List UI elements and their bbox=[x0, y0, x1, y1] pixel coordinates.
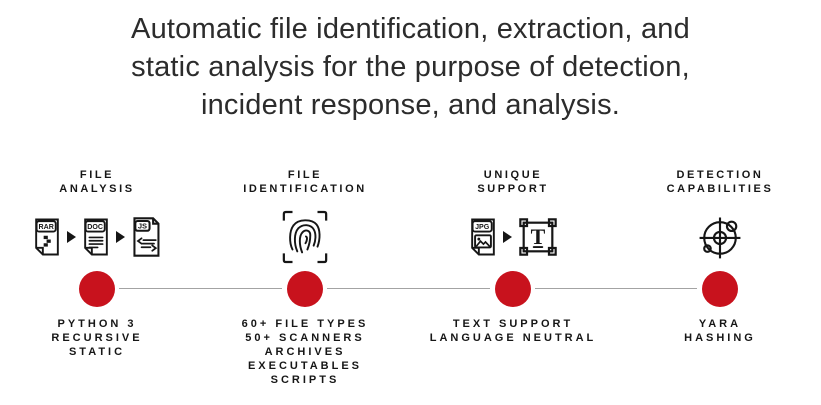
timeline-connector-segment bbox=[327, 288, 490, 289]
column-header-unique-support: UNIQUE SUPPORT bbox=[477, 169, 549, 195]
title-line-1: Automatic file identification, extractio… bbox=[131, 13, 690, 45]
svg-text:JS: JS bbox=[138, 221, 147, 230]
column-file-identification: FILE IDENTIFICATION 60+ FILE TYPES 50+ S… bbox=[205, 168, 405, 387]
column-detection-capabilities: DETECTION CAPABILITIES YARA HASHING bbox=[620, 168, 820, 345]
timeline-connector-segment bbox=[535, 288, 697, 289]
crosshair-target-icon bbox=[699, 217, 741, 259]
column-label-unique-support: TEXT SUPPORT LANGUAGE NEUTRAL bbox=[429, 318, 597, 344]
file-format-icons: RAR DOC JS bbox=[32, 206, 162, 268]
column-label-file-identification: 60+ FILE TYPES 50+ SCANNERS ARCHIVES EXE… bbox=[241, 318, 369, 386]
svg-text:T: T bbox=[530, 224, 545, 249]
image-to-text-icons: JPG T bbox=[468, 206, 559, 268]
timeline-node bbox=[702, 271, 738, 307]
arrow-icon bbox=[116, 231, 125, 243]
timeline-connector-segment bbox=[119, 288, 282, 289]
js-file-icon: JS bbox=[133, 217, 160, 257]
fingerprint-scan-area bbox=[280, 206, 330, 268]
svg-text:DOC: DOC bbox=[87, 223, 103, 231]
column-header-detection-capabilities: DETECTION CAPABILITIES bbox=[666, 169, 774, 195]
column-file-analysis: FILE ANALYSIS RAR DOC bbox=[0, 168, 197, 359]
target-icon-area bbox=[694, 206, 746, 268]
title-line-3: incident response, and analysis. bbox=[200, 89, 621, 121]
column-unique-support: UNIQUE SUPPORT JPG T bbox=[413, 168, 613, 345]
column-header-file-analysis: FILE ANALYSIS bbox=[59, 169, 135, 195]
jpg-file-icon: JPG bbox=[470, 218, 495, 256]
rar-file-icon: RAR bbox=[35, 218, 59, 256]
svg-text:JPG: JPG bbox=[475, 223, 490, 231]
text-selection-icon: T bbox=[518, 218, 557, 256]
arrow-icon bbox=[67, 231, 76, 243]
column-label-detection-capabilities: YARA HASHING bbox=[684, 318, 756, 344]
timeline-node bbox=[287, 271, 323, 307]
timeline-node bbox=[495, 271, 531, 307]
fingerprint-scan-icon bbox=[282, 210, 328, 264]
column-label-file-analysis: PYTHON 3 RECURSIVE STATIC bbox=[51, 318, 143, 358]
arrow-icon bbox=[502, 231, 512, 243]
timeline-node bbox=[79, 271, 115, 307]
title-line-2: static analysis for the purpose of detec… bbox=[131, 51, 690, 83]
doc-file-icon: DOC bbox=[84, 218, 108, 256]
page-title: Automatic file identification, extractio… bbox=[0, 10, 821, 124]
svg-text:RAR: RAR bbox=[38, 223, 53, 231]
column-header-file-identification: FILE IDENTIFICATION bbox=[243, 169, 367, 195]
